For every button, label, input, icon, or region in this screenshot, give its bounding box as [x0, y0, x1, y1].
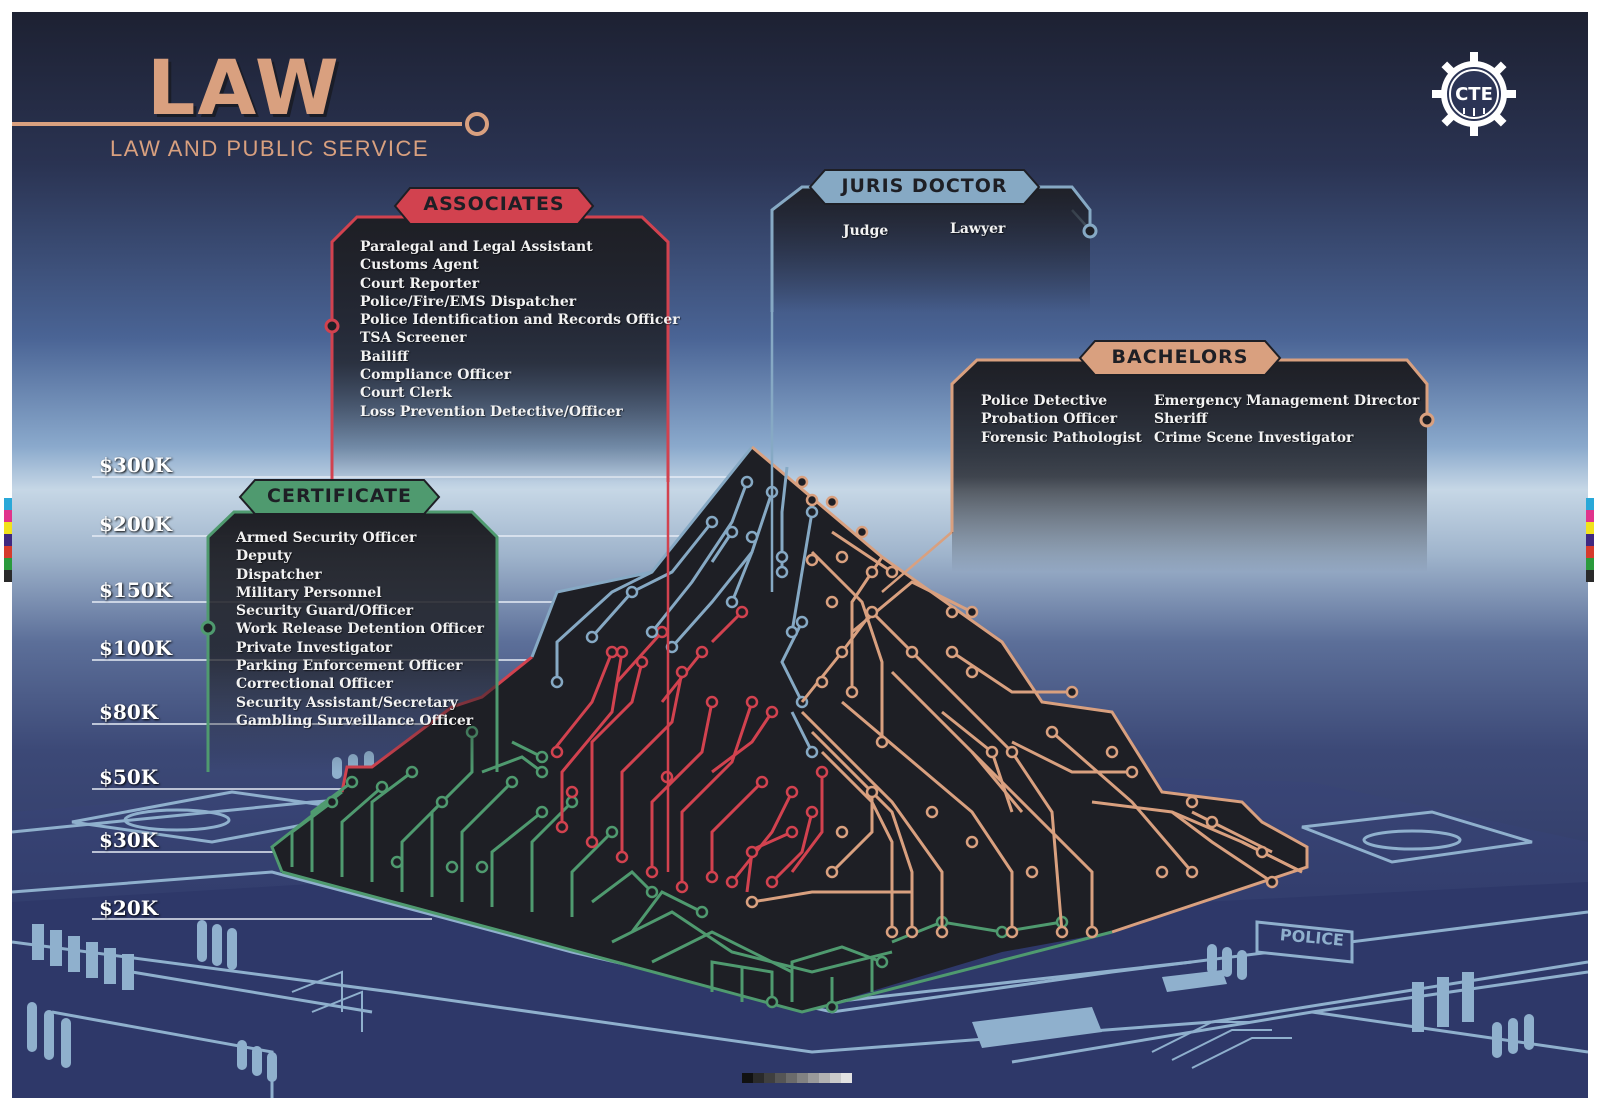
salary-label: $200K: [99, 512, 173, 536]
list-item: Police/Fire/EMS Dispatcher: [360, 293, 577, 310]
list-item: Police Identification and Records Office…: [360, 312, 680, 329]
juris-doctor-title: JURIS DOCTOR: [841, 175, 1008, 197]
title-lead-ring: [465, 112, 489, 136]
salary-label: $50K: [99, 765, 159, 789]
bachelors-box: [950, 340, 1435, 572]
list-item: Crime Scene Investigator: [1154, 429, 1354, 446]
list-item: Emergency Management Director: [1154, 393, 1420, 409]
juris-doctor-nodes: [550, 475, 819, 759]
list-item: Correctional Officer: [236, 676, 394, 693]
salary-label: $100K: [99, 636, 173, 660]
associates-box: [324, 187, 670, 482]
police-sign-text: POLICE: [1279, 925, 1345, 950]
list-item: Customs Agent: [360, 257, 479, 274]
list-item: Court Reporter: [360, 275, 480, 292]
list-item: Probation Officer: [981, 411, 1118, 428]
juris-doctor-box: [770, 169, 1098, 312]
associates-title: ASSOCIATES: [423, 193, 565, 215]
list-item: Parking Enforcement Officer: [236, 658, 463, 675]
list-item: Security Guard/Officer: [236, 603, 414, 620]
certificate-circuits: [290, 732, 1063, 1007]
cte-gear-logo: CTE: [1432, 52, 1516, 136]
list-item: TSA Screener: [360, 330, 467, 347]
salary-label: $80K: [99, 700, 159, 724]
list-item: Gambling Surveillance Officer: [236, 712, 474, 729]
list-item: Military Personnel: [236, 584, 382, 601]
bachelors-careers-right: Emergency Management Director Sheriff Cr…: [1154, 392, 1419, 447]
juris-doctor-career-lawyer: Lawyer: [950, 221, 1006, 237]
list-item: Work Release Detention Officer: [236, 621, 484, 638]
poster: LAW LAW AND PUBLIC SERVICE CTE ASSOCIATE…: [12, 12, 1588, 1098]
list-item: Compliance Officer: [360, 367, 512, 384]
list-item: Dispatcher: [236, 566, 322, 583]
salary-label: $30K: [99, 828, 159, 852]
list-item: Paralegal and Legal Assistant: [360, 239, 593, 255]
registration-color-bar: [4, 498, 12, 582]
juris-doctor-career-judge: Judge: [843, 223, 889, 239]
list-item: Forensic Pathologist: [981, 429, 1142, 446]
registration-gray-scale: [742, 1073, 852, 1083]
page-title: LAW: [147, 43, 341, 132]
list-item: Bailiff: [360, 348, 409, 365]
registration-color-bar: [1586, 498, 1594, 582]
salary-label: $150K: [99, 578, 173, 602]
poster-artwork: [12, 112, 1588, 1098]
circuit-mountain: [270, 445, 1309, 1014]
logo-text: CTE: [1455, 84, 1493, 105]
bachelors-careers-left: Police Detective Probation Officer Foren…: [981, 392, 1142, 447]
associates-careers: Paralegal and Legal Assistant Customs Ag…: [360, 238, 680, 421]
floor-circuit-traces: [291, 970, 1292, 1069]
list-item: Deputy: [236, 548, 292, 565]
list-item: Private Investigator: [236, 639, 393, 656]
list-item: Police Detective: [981, 393, 1108, 409]
certificate-careers: Armed Security Officer Deputy Dispatcher…: [236, 529, 484, 730]
list-item: Security Assistant/Secretary: [236, 694, 458, 711]
certificate-box: [200, 479, 499, 772]
associates-nodes: [550, 605, 829, 894]
list-item: Sheriff: [1154, 411, 1208, 428]
list-item: Armed Security Officer: [236, 530, 417, 546]
bachelors-nodes: [745, 475, 1279, 939]
police-building-sign: POLICE: [1279, 925, 1345, 950]
list-item: Court Clerk: [360, 385, 452, 402]
floor-components: [27, 751, 1534, 1082]
salary-label: $300K: [99, 453, 173, 477]
certificate-title: CERTIFICATE: [267, 485, 412, 507]
bachelors-title: BACHELORS: [1111, 346, 1249, 368]
list-item: Loss Prevention Detective/Officer: [360, 403, 623, 420]
page-subtitle: LAW AND PUBLIC SERVICE: [110, 136, 430, 161]
salary-label: $20K: [99, 896, 159, 920]
